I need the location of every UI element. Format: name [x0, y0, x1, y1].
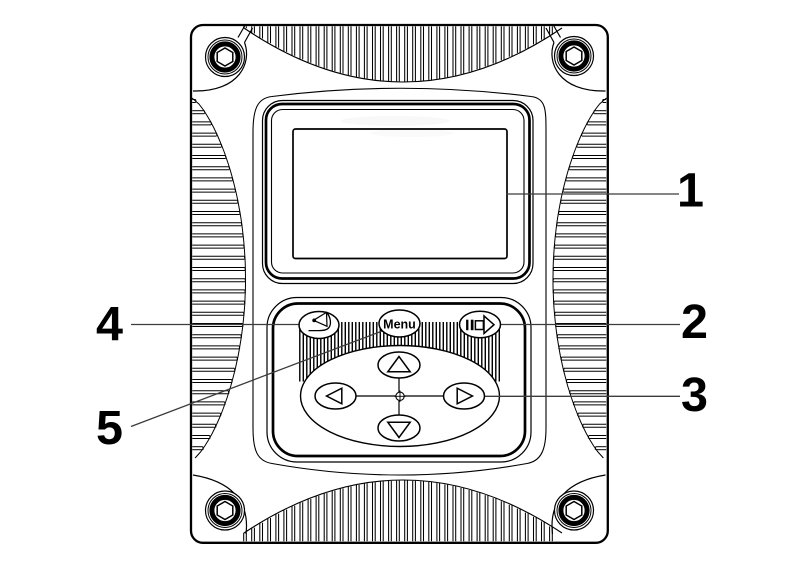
- svg-text:4: 4: [96, 298, 123, 352]
- svg-text:1: 1: [677, 164, 704, 218]
- svg-text:2: 2: [681, 295, 708, 349]
- svg-text:3: 3: [681, 368, 708, 422]
- svg-text:Menu: Menu: [383, 318, 416, 332]
- svg-text:5: 5: [96, 401, 123, 455]
